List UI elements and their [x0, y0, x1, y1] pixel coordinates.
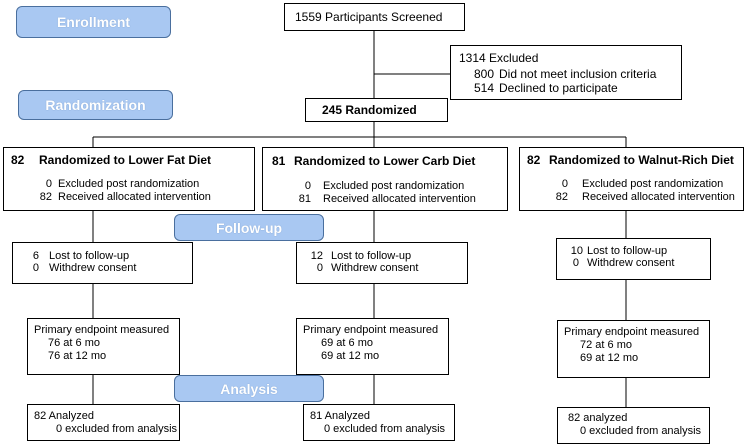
stage-followup: Follow-up: [174, 214, 324, 241]
stage-followup-label: Follow-up: [215, 219, 283, 236]
arm-lower-carb-analysis: 81 Analyzed 0 excluded from analysis: [303, 404, 455, 441]
followup-count: 0: [316, 262, 323, 274]
followup-count: 0: [572, 257, 579, 269]
endpoint-title: Primary endpoint measured: [303, 324, 439, 336]
arm-lower-carb-followup: 12 Lost to follow-up 0 Withdrew consent: [296, 242, 468, 284]
arm-lower-fat-followup: 6 Lost to follow-up 0 Withdrew consent: [12, 242, 193, 284]
arm-title: Randomized to Walnut-Rich Diet: [549, 153, 734, 167]
stage-enrollment-label: Enrollment: [56, 14, 131, 30]
excluded-reason: Did not meet inclusion criteria: [499, 67, 657, 81]
arm-lower-fat-allocation: 82 Randomized to Lower Fat Diet 0 Exclud…: [3, 147, 255, 211]
excluded-count: 800: [473, 67, 494, 81]
endpoint-title: Primary endpoint measured: [34, 324, 170, 336]
followup-count: 10: [570, 245, 583, 257]
arm-size: 81: [272, 154, 286, 168]
followup-count: 0: [32, 262, 39, 274]
arm-walnut-followup: 10 Lost to follow-up 0 Withdrew consent: [556, 238, 711, 280]
alloc-label: Excluded post randomization: [323, 180, 465, 192]
alloc-label: Received allocated intervention: [323, 193, 476, 205]
endpoint-value: 76 at 6 mo: [48, 337, 100, 349]
stage-randomization-label: Randomization: [45, 97, 146, 113]
endpoint-value: 76 at 12 mo: [48, 350, 107, 362]
stage-analysis: Analysis: [174, 375, 324, 402]
alloc-count: 82: [555, 191, 568, 203]
analyzed-count: 81 Analyzed: [310, 410, 370, 422]
endpoint-title: Primary endpoint measured: [564, 326, 700, 338]
arm-title: Randomized to Lower Carb Diet: [294, 154, 476, 168]
arm-walnut-endpoint: Primary endpoint measured 72 at 6 mo 69 …: [557, 320, 710, 378]
analysis-exclusions: 0 excluded from analysis: [324, 423, 446, 435]
stage-enrollment: Enrollment: [16, 6, 171, 38]
excluded-total: 1314 Excluded: [459, 51, 539, 65]
analyzed-count: 82 Analyzed: [34, 410, 94, 422]
endpoint-value: 69 at 12 mo: [321, 350, 380, 362]
followup-label: Lost to follow-up: [49, 250, 130, 262]
screened-label: 1559 Participants Screened: [295, 10, 443, 24]
alloc-count: 0: [45, 178, 52, 190]
arm-lower-fat-analysis: 82 Analyzed 0 excluded from analysis: [27, 404, 180, 441]
alloc-count: 82: [39, 191, 52, 203]
alloc-label: Received allocated intervention: [58, 191, 211, 203]
endpoint-value: 72 at 6 mo: [580, 339, 632, 351]
arm-lower-fat-endpoint: Primary endpoint measured 76 at 6 mo 76 …: [27, 318, 180, 375]
stage-analysis-label: Analysis: [220, 380, 278, 397]
analysis-exclusions: 0 excluded from analysis: [580, 425, 702, 437]
arm-size: 82: [527, 153, 541, 167]
arm-walnut-analysis: 82 analyzed 0 excluded from analysis: [557, 407, 710, 444]
followup-label: Lost to follow-up: [587, 245, 668, 257]
alloc-count: 0: [561, 178, 568, 190]
alloc-label: Excluded post randomization: [58, 178, 200, 190]
followup-label: Withdrew consent: [587, 257, 675, 269]
screened-box: 1559 Participants Screened: [284, 3, 465, 31]
randomized-label: 245 Randomized: [322, 103, 417, 117]
endpoint-value: 69 at 6 mo: [321, 337, 373, 349]
alloc-count: 81: [298, 193, 311, 205]
arm-title: Randomized to Lower Fat Diet: [39, 153, 212, 167]
alloc-count: 0: [304, 180, 311, 192]
followup-label: Lost to follow-up: [331, 250, 412, 262]
analyzed-count: 82 analyzed: [568, 412, 628, 424]
excluded-box: 1314 Excluded 800 Did not meet inclusion…: [450, 45, 682, 100]
randomized-box: 245 Randomized: [305, 98, 448, 122]
analysis-exclusions: 0 excluded from analysis: [56, 423, 178, 435]
excluded-count: 514: [473, 81, 494, 95]
arm-walnut-allocation: 82 Randomized to Walnut-Rich Diet 0 Excl…: [519, 147, 744, 211]
excluded-reason: Declined to participate: [499, 81, 618, 95]
followup-label: Withdrew consent: [331, 262, 419, 274]
arm-lower-carb-allocation: 81 Randomized to Lower Carb Diet 0 Exclu…: [262, 147, 508, 211]
followup-count: 12: [310, 250, 323, 262]
alloc-label: Received allocated intervention: [582, 191, 735, 203]
endpoint-value: 69 at 12 mo: [580, 352, 639, 364]
arm-lower-carb-endpoint: Primary endpoint measured 69 at 6 mo 69 …: [296, 318, 449, 375]
alloc-label: Excluded post randomization: [582, 178, 724, 190]
stage-randomization: Randomization: [18, 90, 173, 120]
followup-label: Withdrew consent: [49, 262, 137, 274]
followup-count: 6: [32, 250, 39, 262]
arm-size: 82: [11, 153, 25, 167]
